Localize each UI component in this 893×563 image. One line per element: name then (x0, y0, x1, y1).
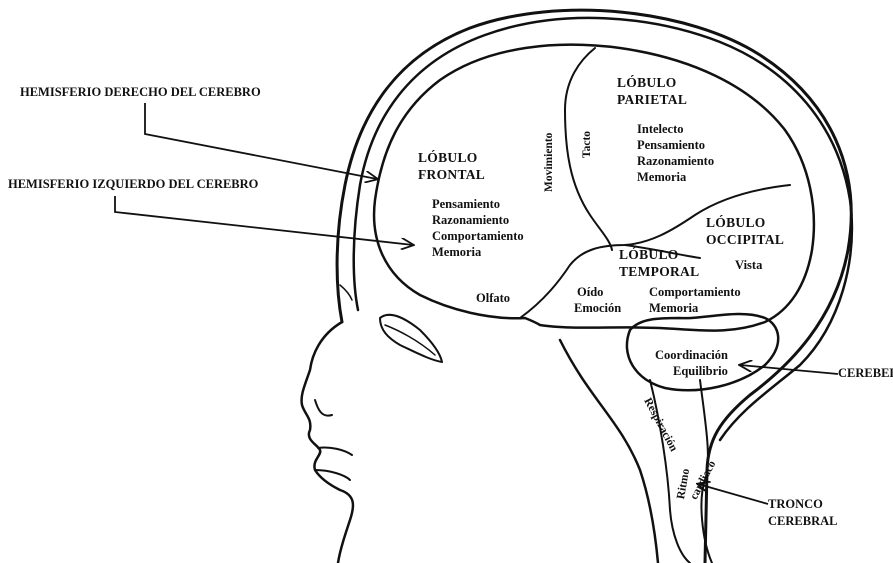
label-tronco-cerebral-line2: CEREBRAL (768, 514, 837, 529)
arrow-hemisferio-derecho (145, 103, 377, 179)
cerebellum-function-1: Coordinación (655, 348, 728, 363)
frontal-lobe-title-1: LÓBULO (418, 150, 478, 166)
parietal-function-1: Intelecto (637, 122, 684, 137)
label-hemisferio-derecho: HEMISFERIO DERECHO DEL CEREBRO (20, 85, 261, 100)
ear-decoration (340, 285, 352, 300)
label-tronco-cerebral-line1: TRONCO (768, 497, 823, 512)
parietal-function-4: Memoria (637, 170, 686, 185)
cerebellum-function-2: Equilibrio (673, 364, 728, 379)
parietal-function-2: Pensamiento (637, 138, 705, 153)
arrow-hemisferio-izquierdo (115, 196, 413, 245)
temporal-lobe-title-1: LÓBULO (619, 247, 679, 263)
face-profile (302, 322, 353, 563)
frontal-function-3: Comportamiento (432, 229, 524, 244)
parietal-lobe-title-2: PARIETAL (617, 92, 687, 108)
arrow-tronco-cerebral (698, 484, 768, 504)
label-cerebelo: CEREBELO (838, 366, 893, 381)
label-emocion: Emoción (574, 301, 621, 316)
frontal-lobe-title-2: FRONTAL (418, 167, 485, 183)
jaw-line (560, 340, 658, 563)
label-vista: Vista (735, 258, 762, 273)
frontal-function-2: Razonamiento (432, 213, 509, 228)
temporal-function-1: Comportamiento (649, 285, 741, 300)
label-olfato: Olfato (476, 291, 510, 306)
skull-inner-outline (354, 18, 852, 440)
temporal-lobe-title-2: TEMPORAL (619, 264, 699, 280)
label-tacto: Tacto (581, 131, 595, 158)
parietal-function-3: Razonamiento (637, 154, 714, 169)
occipital-lobe-title-2: OCCIPITAL (706, 232, 784, 248)
parietal-lobe-title-1: LÓBULO (617, 75, 677, 91)
label-oido: Oído (577, 285, 603, 300)
occipital-lobe-title-1: LÓBULO (706, 215, 766, 231)
nose (315, 400, 332, 416)
temporal-function-2: Memoria (649, 301, 698, 316)
label-hemisferio-izquierdo: HEMISFERIO IZQUIERDO DEL CEREBRO (8, 177, 258, 192)
frontal-function-4: Memoria (432, 245, 481, 260)
label-movimiento: Movimiento (543, 133, 557, 192)
frontal-function-1: Pensamiento (432, 197, 500, 212)
